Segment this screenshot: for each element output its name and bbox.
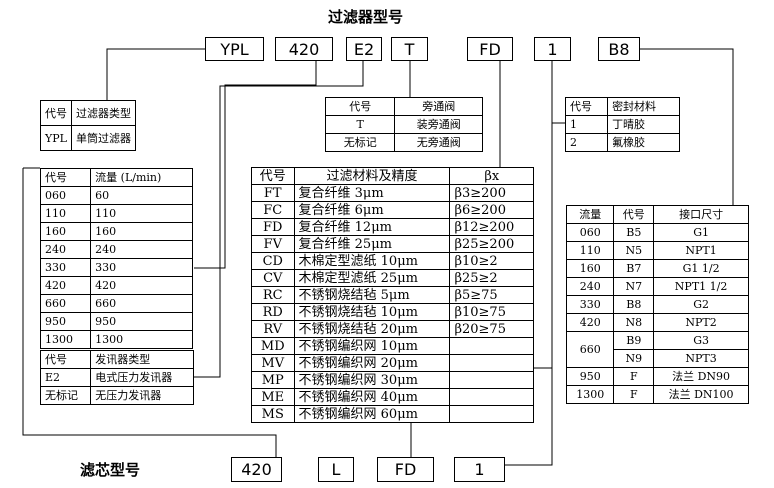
model-box-seal: 1 — [534, 37, 571, 61]
model-box-media: FD — [467, 37, 513, 61]
model-box-flow: 420 — [275, 37, 333, 61]
element-box-seal: 1 — [454, 457, 505, 482]
model-box-bypass: T — [391, 37, 428, 61]
element-box-media: FD — [377, 457, 434, 482]
model-box-transmitter: E2 — [346, 37, 382, 61]
filter-model-title: 过滤器型号 — [328, 8, 404, 26]
element-box-flow: 420 — [231, 457, 282, 482]
model-box-type: YPL — [205, 37, 264, 61]
model-box-port: B8 — [598, 37, 640, 61]
element-box-l: L — [318, 457, 354, 482]
element-model-title: 滤芯型号 — [80, 461, 141, 479]
